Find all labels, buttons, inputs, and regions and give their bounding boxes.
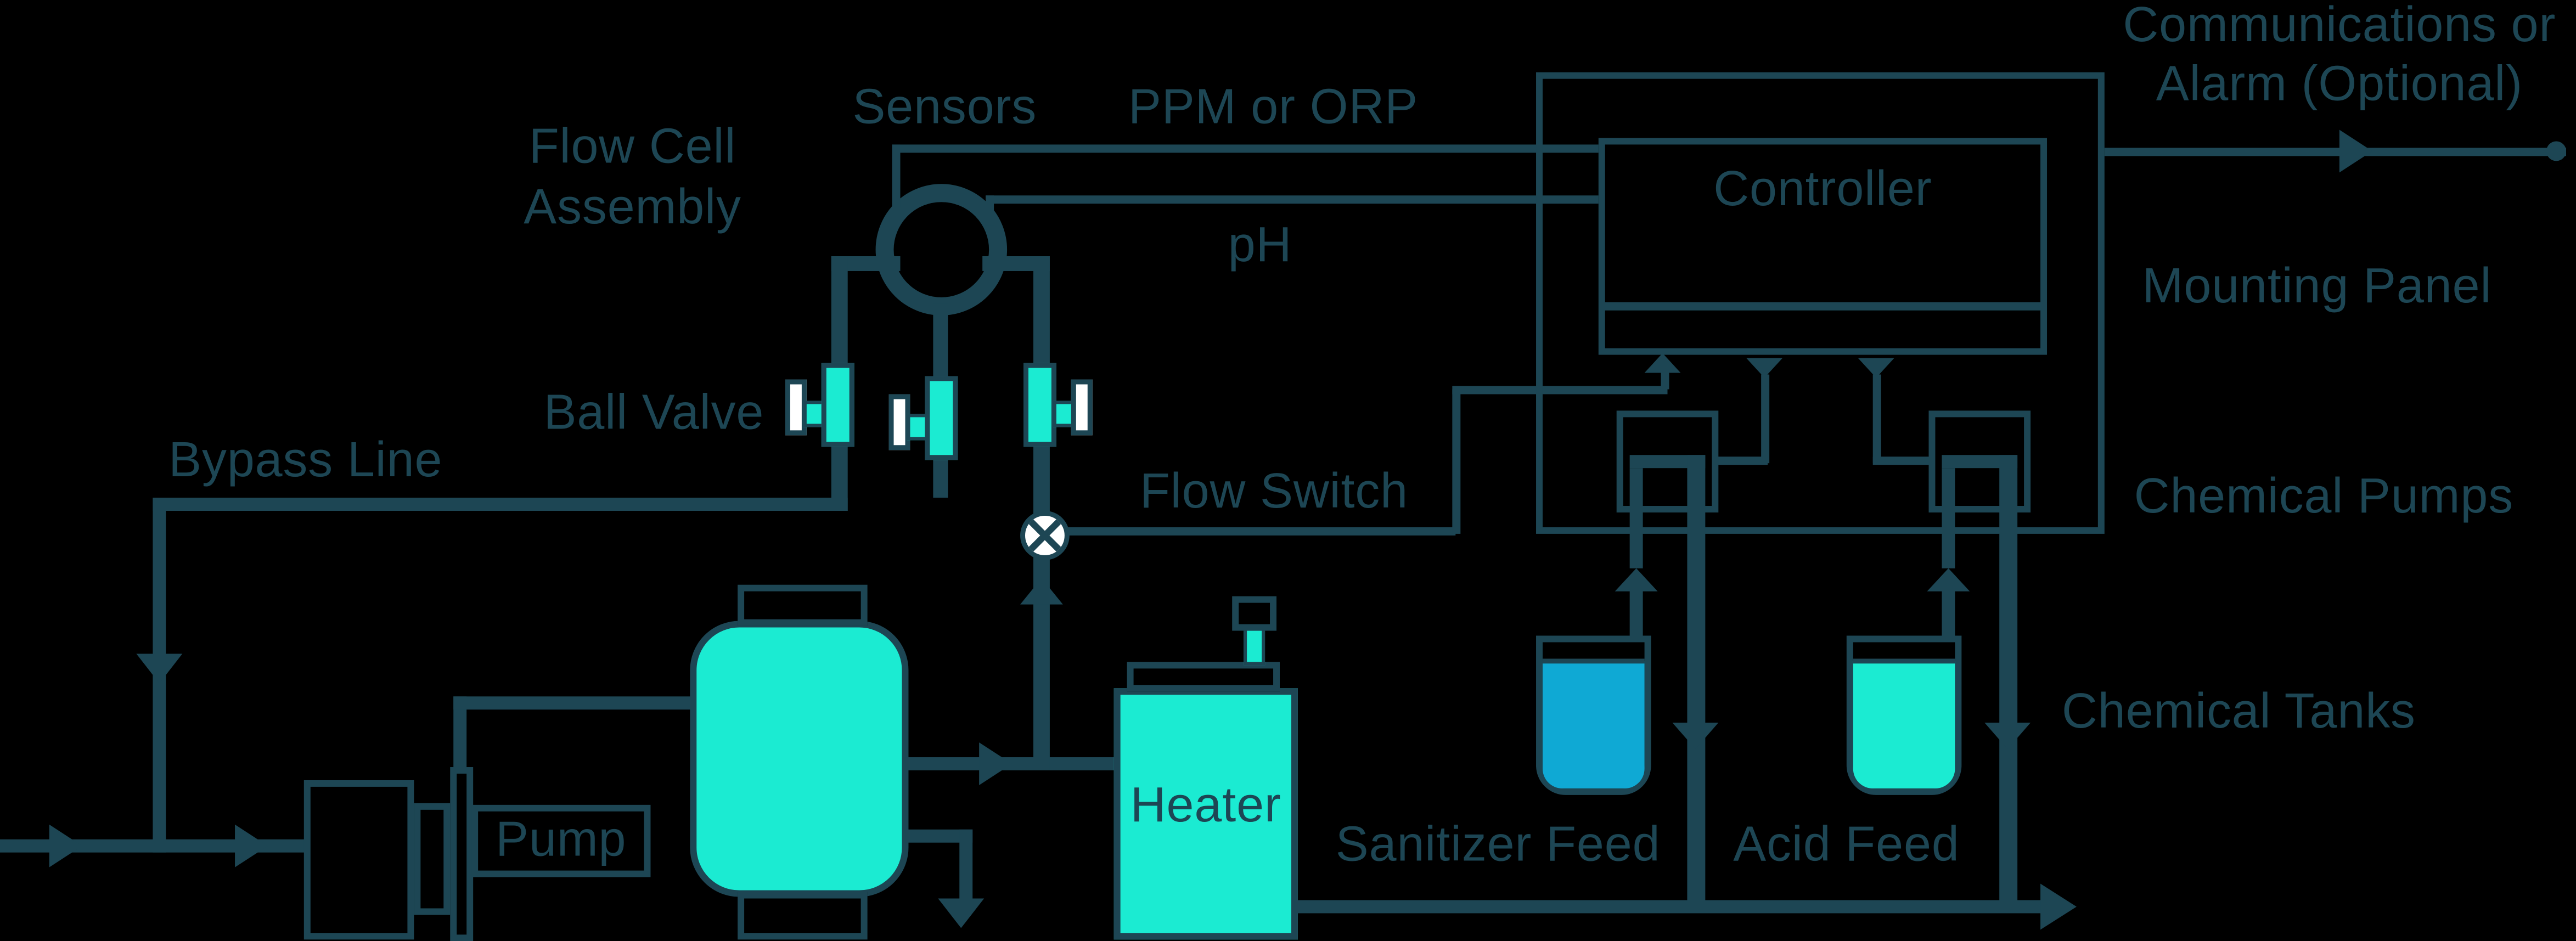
flow-arrow-sanitizer-injection-icon: [1672, 723, 1719, 750]
acid-suction-tube-upper: [1942, 468, 1955, 568]
filter-drain-pipe-horizontal: [905, 829, 973, 843]
chemical-pumps-label: Chemical Pumps: [2134, 470, 2514, 524]
ball-valve-left-body: [821, 363, 854, 447]
pump-flange-box: [450, 767, 474, 941]
pump-label: Pump: [496, 813, 627, 867]
flow-cell-label-line1: Flow Cell: [528, 120, 736, 174]
ball-valve-right-body: [1023, 363, 1056, 447]
ph-label: pH: [1228, 218, 1292, 273]
flow-cell-middle-pipe: [933, 303, 948, 388]
filter-outlet-pipe: [905, 757, 1119, 770]
sanitizer-injection-tube: [1687, 455, 1706, 904]
flow-switch-signal-wire-h1: [1067, 527, 1456, 535]
riser-upper-pipe: [1033, 443, 1050, 516]
sensors-label: Sensors: [852, 80, 1037, 135]
bypass-pipe-horizontal: [153, 498, 848, 511]
sanitizer-feed-label: Sanitizer Feed: [1335, 818, 1661, 872]
flow-cell-label-line2: Assembly: [524, 181, 741, 235]
ppm-sensor-wire-stub: [892, 144, 901, 207]
ball-valve-right-handle: [1071, 379, 1093, 436]
chemical-pump-right-head: [1942, 455, 2018, 469]
signal-arrow-comm-icon: [2339, 129, 2372, 173]
chemical-tanks-label: Chemical Tanks: [2061, 685, 2416, 740]
return-pipe: [1294, 900, 2048, 914]
flow-arrow-return-icon: [2040, 883, 2077, 930]
flow-arrow-filter-out-icon: [979, 742, 1013, 785]
ball-valve-label: Ball Valve: [543, 386, 764, 441]
ph-sensor-wire: [986, 195, 1599, 203]
flow-switch-label: Flow Switch: [1140, 465, 1409, 519]
flow-arrow-acid-injection-icon: [1984, 723, 2031, 750]
heater-label: Heater: [1130, 778, 1281, 833]
pump-motor-box: [303, 780, 414, 940]
comm-endpoint-dot: [2546, 141, 2567, 161]
bypass-line-label: Bypass Line: [168, 433, 443, 488]
sanitizer-tank-liquid: [1542, 658, 1645, 788]
sanitizer-suction-tube-upper: [1629, 468, 1643, 568]
chemical-pump-left-head: [1629, 455, 1706, 469]
pump-outlet-pipe-horizontal: [453, 696, 695, 710]
signal-arrow-pump-right-icon: [1858, 358, 1894, 378]
controller-display-divider: [1601, 302, 2044, 310]
mounting-panel-box: [1536, 72, 2105, 534]
controller-box: [1598, 138, 2048, 355]
ball-valve-middle-body: [925, 376, 958, 460]
filter-vessel: [690, 621, 909, 897]
heater-top-cap: [1127, 662, 1280, 692]
flow-arrow-inlet-1-icon: [49, 824, 82, 867]
left-valve-lower-pipe: [831, 440, 848, 511]
pump-outlet-pipe-vertical: [453, 696, 467, 770]
controller-label: Controller: [1713, 162, 1932, 217]
sanitizer-suction-tube-lower: [1629, 588, 1643, 639]
acid-tank-liquid: [1853, 658, 1955, 788]
pump-signal-wire-left-h: [1715, 457, 1768, 464]
ppm-or-orp-label: PPM or ORP: [1128, 80, 1419, 135]
flow-arrow-sanitizer-suction-icon: [1615, 568, 1658, 591]
chemical-pump-right-box: [1928, 410, 2031, 513]
flow-arrow-bypass-down-icon: [136, 653, 183, 684]
heater-vessel: [1113, 688, 1298, 940]
flow-arrow-drain-down-icon: [938, 898, 985, 928]
communications-label-line2: Alarm (Optional): [2156, 57, 2523, 112]
flow-cell-right-pipe: [1033, 256, 1050, 371]
signal-arrow-into-controller-icon: [1644, 353, 1681, 373]
flow-arrow-inlet-2-icon: [235, 824, 268, 867]
filter-drain-pipe-vertical: [959, 829, 973, 902]
pump-coupling-box: [414, 803, 451, 915]
flow-switch-signal-wire-h2: [1452, 386, 1668, 393]
mounting-panel-label: Mounting Panel: [2142, 259, 2492, 314]
middle-valve-lower-pipe: [933, 453, 948, 498]
flow-cell-left-pipe: [831, 256, 848, 371]
acid-injection-tube: [1999, 455, 2018, 904]
flow-switch-signal-wire-v1: [1452, 389, 1460, 534]
flow-arrow-acid-suction-icon: [1927, 568, 1970, 591]
heater-chimney-stack: [1244, 624, 1265, 666]
signal-arrow-pump-left-icon: [1746, 358, 1783, 378]
pump-signal-wire-right-v: [1872, 374, 1881, 464]
flow-switch-signal-wire-v2: [1661, 371, 1669, 390]
chemical-pump-left-box: [1616, 410, 1719, 513]
pump-signal-wire-left-v: [1761, 374, 1769, 464]
ppm-sensor-wire: [892, 144, 1599, 152]
communications-label-line1: Communications or: [2123, 0, 2556, 53]
flow-switch-symbol: [1020, 511, 1070, 560]
filter-top-cap: [738, 584, 868, 626]
filter-bottom-cap: [738, 892, 868, 940]
flow-arrow-riser-up-icon: [1020, 578, 1063, 605]
pump-signal-wire-right-h: [1872, 457, 1932, 464]
communications-wire: [2104, 148, 2567, 155]
heater-chimney-cap: [1232, 596, 1277, 631]
acid-feed-label: Acid Feed: [1733, 818, 1960, 872]
pump-label-box: Pump: [471, 804, 651, 877]
acid-suction-tube-lower: [1942, 588, 1955, 639]
